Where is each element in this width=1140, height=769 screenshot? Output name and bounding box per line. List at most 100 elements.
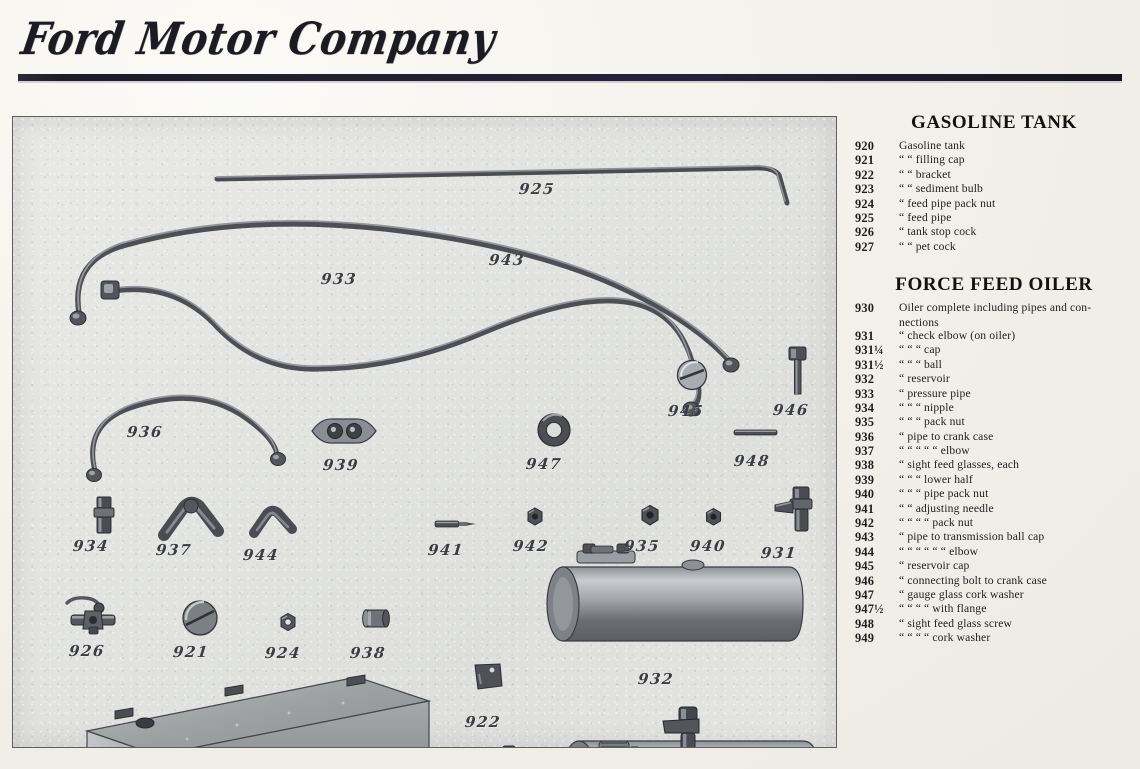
part-number: 922 bbox=[855, 167, 875, 182]
callout-926: 926 bbox=[68, 642, 107, 660]
part-description: “ sight feed glass screw bbox=[899, 616, 1013, 630]
part-description-continuation: nections bbox=[899, 315, 939, 329]
part-number: 947½ bbox=[855, 602, 884, 617]
part-description: “ connecting bolt to crank case bbox=[899, 573, 1047, 587]
figure-935-pack-nut bbox=[638, 504, 662, 528]
callout-946: 946 bbox=[772, 401, 811, 419]
parts-row: 924“ feed pipe pack nut bbox=[855, 197, 1133, 211]
parts-row: 939 “ “ “ lower half bbox=[855, 473, 1133, 487]
part-description: “ check elbow (on oiler) bbox=[899, 328, 1016, 342]
parts-row: 947½“ “ “ “ with flange bbox=[855, 602, 1133, 616]
part-number: 920 bbox=[855, 139, 875, 153]
part-number: 937 bbox=[855, 444, 875, 459]
parts-row: 941 “ “ adjusting needle bbox=[855, 502, 1133, 516]
parts-row: 948 “ sight feed glass screw bbox=[855, 617, 1133, 631]
figure-944-elbow bbox=[249, 505, 297, 538]
part-description: Gasoline tank bbox=[899, 139, 966, 152]
part-number: 949 bbox=[855, 631, 875, 646]
figure-934-nipple bbox=[91, 495, 117, 537]
callout-925: 925 bbox=[518, 180, 557, 198]
part-description: “ “ bracket bbox=[899, 167, 951, 181]
callout-948: 948 bbox=[733, 452, 772, 470]
masthead-rule bbox=[18, 74, 1122, 83]
figure-920-gasoline-tank bbox=[57, 663, 457, 747]
figure-937-elbow bbox=[158, 496, 224, 541]
parts-row: 934 “ “ “ nipple bbox=[855, 401, 1133, 415]
callout-942: 942 bbox=[512, 537, 551, 555]
masthead: Ford Motor Company bbox=[0, 0, 1140, 92]
part-description: “ “ pet cock bbox=[899, 239, 956, 253]
parts-row: 949 “ “ “ “ cork washer bbox=[855, 631, 1133, 645]
part-description: “ “ adjusting needle bbox=[899, 501, 994, 515]
figure-931-check-elbow bbox=[773, 485, 817, 539]
parts-table-gasoline-tank: 920 Gasoline tank 921 “ “ filling cap 922 “ “… bbox=[855, 139, 1133, 254]
callout-922: 922 bbox=[464, 713, 503, 731]
part-description: “ “ “ lower half bbox=[899, 472, 973, 486]
parts-row: 931¼“ “ “ cap bbox=[855, 343, 1133, 357]
parts-row: 920 Gasoline tank bbox=[855, 139, 1133, 153]
callout-933: 933 bbox=[320, 270, 359, 288]
figure-921-filling-cap bbox=[180, 598, 220, 638]
part-number: 923 bbox=[855, 182, 875, 197]
part-number: 941 bbox=[855, 501, 875, 516]
part-description: “ pipe to crank case bbox=[899, 429, 994, 443]
part-description: “ “ “ nipple bbox=[899, 400, 954, 414]
parts-row: 938“ sight feed glasses, each bbox=[855, 458, 1133, 472]
callout-938: 938 bbox=[349, 644, 388, 662]
part-number: 921 bbox=[855, 153, 875, 168]
callout-939: 939 bbox=[322, 456, 361, 474]
figure-926-stop-cock bbox=[63, 595, 125, 635]
part-description: “ pipe to transmission ball cap bbox=[899, 530, 1045, 544]
figure-946-connecting-bolt bbox=[785, 345, 811, 399]
parts-row: 946“ connecting bolt to crank case bbox=[855, 574, 1133, 588]
figure-932-reservoir bbox=[541, 543, 811, 663]
parts-row: 937 “ “ “ “ “ elbow bbox=[855, 444, 1133, 458]
part-number: 947 bbox=[855, 587, 875, 602]
part-number: 945 bbox=[855, 559, 875, 574]
callout-934: 934 bbox=[72, 537, 111, 555]
part-description: “ “ “ “ cork washer bbox=[899, 631, 991, 645]
parts-row: 927 “ “ pet cock bbox=[855, 240, 1133, 254]
figure-945-reservoir-cap bbox=[674, 357, 710, 393]
part-description: “ “ “ “ pack nut bbox=[899, 516, 974, 530]
callout-936: 936 bbox=[126, 423, 165, 441]
parts-row: 932“ reservoir bbox=[855, 372, 1133, 386]
figure-930-oiler-complete bbox=[553, 705, 833, 747]
callout-937: 937 bbox=[155, 541, 194, 559]
callout-947: 947 bbox=[525, 455, 564, 473]
part-description: “ “ filling cap bbox=[899, 153, 965, 167]
parts-row: 931½“ “ “ ball bbox=[855, 358, 1133, 372]
part-description: “ pressure pipe bbox=[899, 386, 971, 400]
callout-944: 944 bbox=[242, 546, 281, 564]
part-description: “ reservoir bbox=[899, 372, 950, 386]
figure-947-cork-washer bbox=[535, 411, 573, 449]
part-number: 948 bbox=[855, 616, 875, 631]
parts-row: 943“ pipe to transmission ball cap bbox=[855, 530, 1133, 544]
part-number: 925 bbox=[855, 210, 875, 225]
part-number: 940 bbox=[855, 487, 875, 502]
parts-row: 931“ check elbow (on oiler) bbox=[855, 329, 1133, 343]
callout-943: 943 bbox=[488, 251, 527, 269]
callout-940: 940 bbox=[689, 537, 728, 555]
illustration-panel: 925 943 933 936 939 945 946 947 948 934 … bbox=[12, 116, 837, 748]
part-number: 927 bbox=[855, 239, 875, 254]
part-number: 939 bbox=[855, 472, 875, 487]
part-description: “ tank stop cock bbox=[899, 225, 977, 239]
figure-924-feed-pipe-pack-nut bbox=[277, 612, 299, 634]
parts-row-continuation: nections bbox=[855, 316, 1133, 329]
parts-row: 923 “ “ sediment bulb bbox=[855, 182, 1133, 196]
part-description: “ “ sediment bulb bbox=[899, 182, 984, 196]
parts-row: 921 “ “ filling cap bbox=[855, 153, 1133, 167]
parts-row: 940“ “ “ pipe pack nut bbox=[855, 487, 1133, 501]
callout-945: 945 bbox=[667, 402, 706, 420]
figure-936-crankcase-pipe bbox=[71, 379, 301, 489]
part-description: “ “ “ pack nut bbox=[899, 415, 965, 429]
part-number: 934 bbox=[855, 400, 875, 415]
ford-motor-company-logo: Ford Motor Company bbox=[17, 12, 500, 66]
part-description: “ “ “ ball bbox=[899, 357, 943, 371]
part-description: Oiler complete including pipes and con- bbox=[899, 301, 1092, 315]
part-description: “ “ “ “ “ elbow bbox=[899, 444, 970, 458]
callout-931: 931 bbox=[760, 544, 799, 562]
